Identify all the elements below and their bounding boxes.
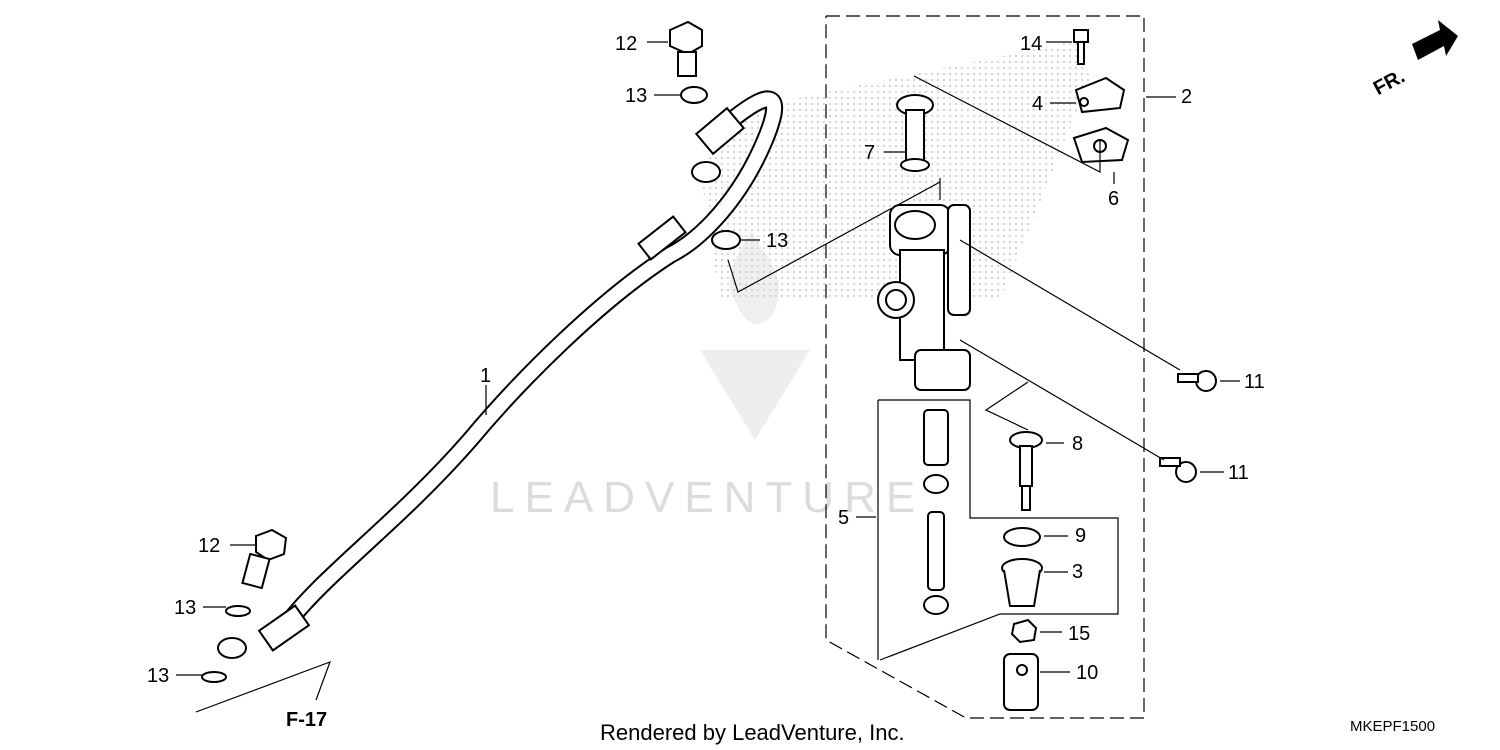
washer-mid bbox=[711, 230, 741, 250]
reservoir-joint bbox=[896, 94, 934, 172]
callout-bolt-lower: 11 bbox=[1228, 462, 1249, 484]
figure-reference[interactable]: F-17 bbox=[286, 709, 327, 731]
callout-bolt-upper: 11 bbox=[1244, 371, 1265, 393]
bolt-upper bbox=[1177, 370, 1217, 392]
front-direction-label: FR. bbox=[1370, 65, 1409, 100]
push-rod bbox=[1009, 431, 1043, 511]
front-direction-arrow bbox=[1412, 20, 1458, 60]
callout-screw: 14 bbox=[1020, 33, 1042, 55]
washer-bottom-a bbox=[225, 605, 251, 617]
callout-diaphragm: 6 bbox=[1108, 188, 1119, 210]
callout-washer-mid: 13 bbox=[766, 230, 788, 252]
callout-cup: 3 bbox=[1072, 561, 1083, 583]
callout-cap: 4 bbox=[1032, 93, 1043, 115]
callout-assy: 2 bbox=[1181, 86, 1192, 108]
cap-screw bbox=[1073, 29, 1089, 65]
brake-hose bbox=[217, 90, 784, 659]
boot-cup bbox=[1001, 558, 1043, 607]
reservoir-cap bbox=[1074, 76, 1126, 114]
master-cylinder-body bbox=[877, 204, 971, 391]
callout-piston-set: 5 bbox=[838, 507, 849, 529]
footer-credit: Rendered by LeadVenture, Inc. bbox=[600, 720, 905, 745]
clevis-joint bbox=[1003, 653, 1039, 711]
circlip bbox=[1003, 527, 1041, 547]
watermark-text: LEADVENTURE bbox=[490, 473, 925, 522]
callout-reservoir-joint: 7 bbox=[864, 142, 875, 164]
callout-washer-bottom-b: 13 bbox=[147, 665, 169, 687]
bolt-lower bbox=[1159, 457, 1197, 483]
diagram-code: MKEPF1500 bbox=[1350, 718, 1435, 735]
oil-bolt-bottom bbox=[241, 528, 288, 590]
washer-top bbox=[680, 86, 708, 104]
leader-lines bbox=[176, 41, 1240, 713]
callout-oil-bolt-bottom: 12 bbox=[198, 535, 220, 557]
diaphragm bbox=[1072, 126, 1130, 164]
oil-bolt-top bbox=[669, 20, 703, 77]
assembly-outline bbox=[825, 15, 1145, 719]
callout-joint: 10 bbox=[1076, 662, 1098, 684]
callout-washer-bottom-a: 13 bbox=[174, 597, 196, 619]
nut bbox=[1010, 618, 1038, 644]
callout-push-rod: 8 bbox=[1072, 433, 1083, 455]
watermark-logo bbox=[700, 230, 810, 440]
washer-bottom-b bbox=[201, 671, 227, 683]
shading-band bbox=[700, 40, 1090, 300]
callout-nut: 15 bbox=[1068, 623, 1090, 645]
callout-oil-bolt-top: 12 bbox=[615, 33, 637, 55]
callout-hose: 1 bbox=[480, 365, 491, 387]
callout-washer-top: 13 bbox=[625, 85, 647, 107]
callout-circlip: 9 bbox=[1075, 525, 1086, 547]
piston-set bbox=[923, 409, 949, 615]
